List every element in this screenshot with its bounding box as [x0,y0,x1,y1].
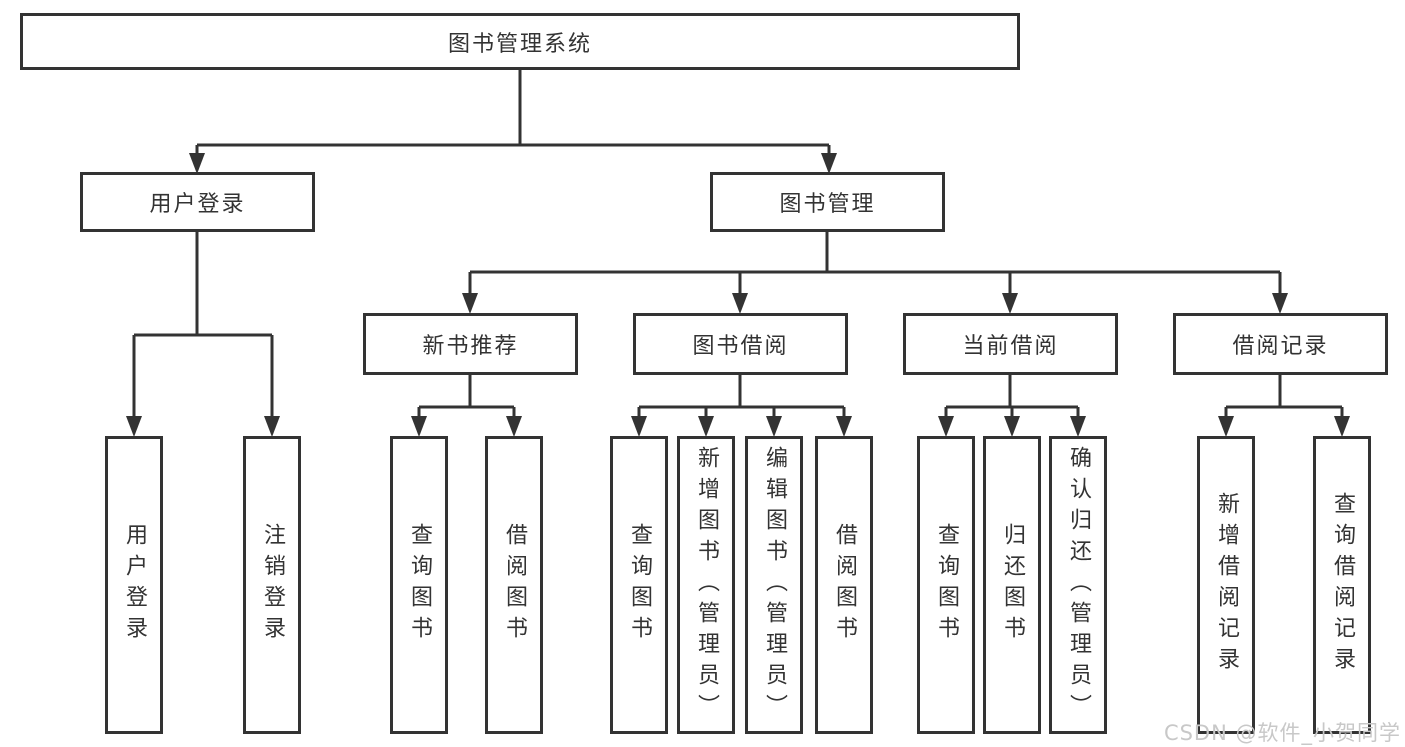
node-current-borrow-label: 当前借阅 [962,334,1059,359]
leaf-logout-label: 注销登录 [260,523,285,647]
node-user-login: 用户登录 [80,172,315,232]
node-root-library-system: 图书管理系统 [20,13,1020,70]
node-book-management-label: 图书管理 [779,192,876,217]
leaf-bb-add-books-admin: 新增图书（管理员） [677,436,735,734]
node-book-borrow: 图书借阅 [633,313,848,375]
leaf-cb-query-books: 查询图书 [917,436,975,734]
csdn-watermark: CSDN @软件_小贺同学 [1163,721,1401,745]
leaf-bb-borrow-books-label: 借阅图书 [832,523,857,647]
leaf-cb-confirm-return-admin: 确认归还（管理员） [1049,436,1107,734]
leaf-br-query-record: 查询借阅记录 [1313,436,1371,734]
leaf-cb-confirm-return-admin-label: 确认归还（管理员） [1066,445,1091,725]
leaf-br-add-record-label: 新增借阅记录 [1214,492,1239,678]
node-user-login-label: 用户登录 [149,192,246,217]
leaf-nbr-query-books-label: 查询图书 [407,523,432,647]
leaf-cb-return-books-label: 归还图书 [1000,523,1025,647]
node-current-borrow: 当前借阅 [903,313,1118,375]
leaf-bb-borrow-books: 借阅图书 [815,436,873,734]
node-borrow-records-label: 借阅记录 [1232,334,1329,359]
node-root-label: 图书管理系统 [447,31,592,57]
leaf-bb-add-books-admin-label: 新增图书（管理员） [694,445,719,725]
leaf-bb-edit-books-admin: 编辑图书（管理员） [745,436,803,734]
node-new-book-recommend-label: 新书推荐 [422,334,519,359]
node-book-management: 图书管理 [710,172,945,232]
leaf-user-login: 用户登录 [105,436,163,734]
leaf-nbr-query-books: 查询图书 [390,436,448,734]
leaf-bb-query-books: 查询图书 [610,436,668,734]
leaf-bb-query-books-label: 查询图书 [627,523,652,647]
arrowheads [126,153,1350,437]
node-borrow-records: 借阅记录 [1173,313,1388,375]
node-book-borrow-label: 图书借阅 [692,334,789,359]
node-new-book-recommend: 新书推荐 [363,313,578,375]
leaf-br-query-record-label: 查询借阅记录 [1330,492,1355,678]
leaf-cb-return-books: 归还图书 [983,436,1041,734]
leaf-bb-edit-books-admin-label: 编辑图书（管理员） [762,445,787,725]
leaf-nbr-borrow-books: 借阅图书 [485,436,543,734]
leaf-logout: 注销登录 [243,436,301,734]
leaf-nbr-borrow-books-label: 借阅图书 [502,523,527,647]
leaf-br-add-record: 新增借阅记录 [1197,436,1255,734]
leaf-user-login-label: 用户登录 [122,523,147,647]
leaf-cb-query-books-label: 查询图书 [934,523,959,647]
